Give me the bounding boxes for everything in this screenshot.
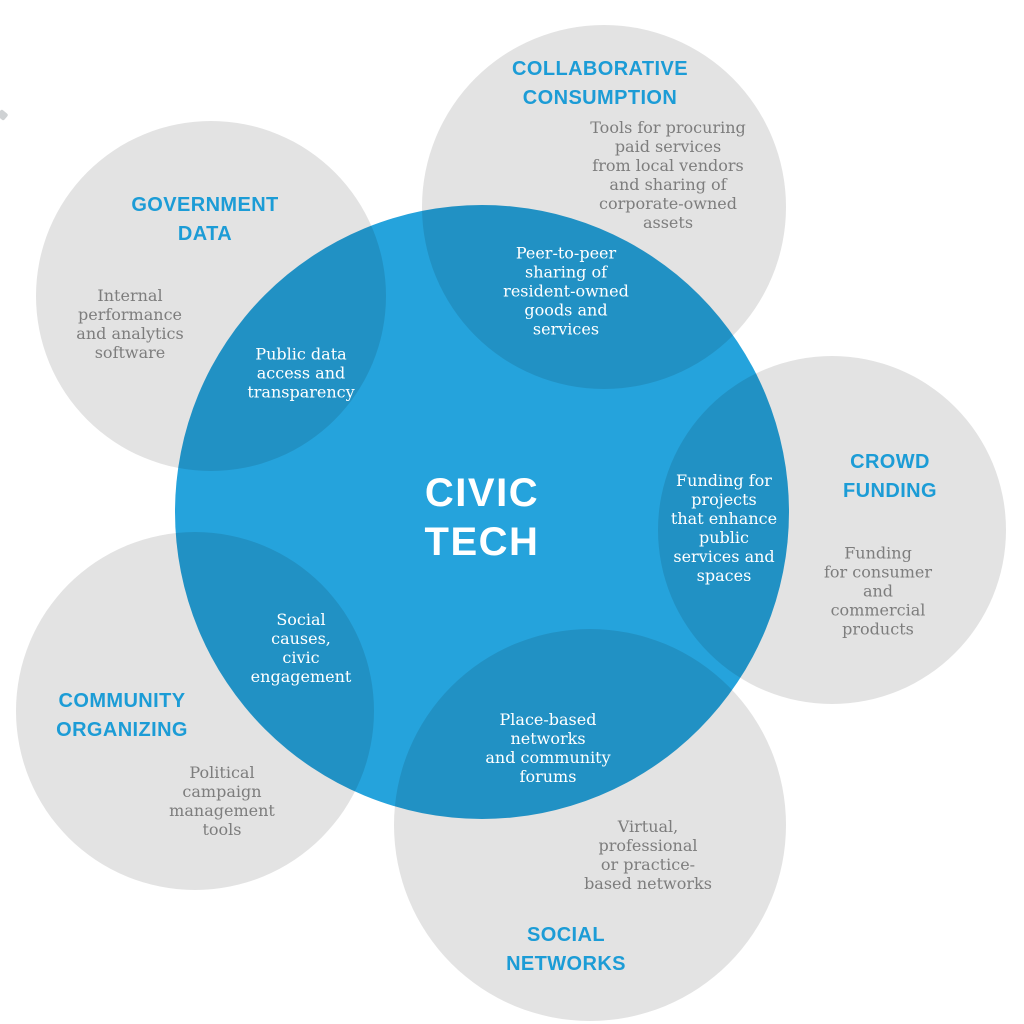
social-networks-circle xyxy=(394,629,786,1021)
social-networks-title: SOCIAL NETWORKS xyxy=(506,924,626,975)
community-organizing-title: COMMUNITY ORGANIZING xyxy=(56,690,188,741)
crowd-funding-circle xyxy=(658,356,1006,704)
community-organizing-description: Political campaign management tools xyxy=(169,763,275,839)
community-organizing-circle xyxy=(16,532,374,890)
crowd-funding-title: CROWD FUNDING xyxy=(843,451,937,502)
government-data-circle xyxy=(36,121,386,471)
government-data-title: GOVERNMENT DATA xyxy=(131,194,279,245)
collaborative-consumption-overlap-text: Peer-to-peer sharing of resident-owned g… xyxy=(503,243,629,339)
collaborative-consumption-title: COLLABORATIVE CONSUMPTION xyxy=(512,58,688,109)
crowd-funding-description: Funding for consumer and commercial prod… xyxy=(824,543,932,639)
government-data-overlap-text: Public data access and transparency xyxy=(247,344,355,402)
civic-tech-center-label: CIVIC TECH xyxy=(424,471,540,564)
social-networks-description: Virtual, professional or practice- based… xyxy=(584,817,712,893)
government-data-description: Internal performance and analytics softw… xyxy=(76,286,184,362)
social-networks-overlap-text: Place-based networks and community forum… xyxy=(485,710,611,786)
collaborative-consumption-description: Tools for procuring paid services from l… xyxy=(590,118,746,232)
community-organizing-overlap-text: Social causes, civic engagement xyxy=(250,610,352,686)
crowd-funding-overlap-text: Funding for projects that enhance public… xyxy=(670,471,778,585)
left-edge-artifact xyxy=(0,109,9,121)
collaborative-consumption-circle xyxy=(422,25,786,389)
